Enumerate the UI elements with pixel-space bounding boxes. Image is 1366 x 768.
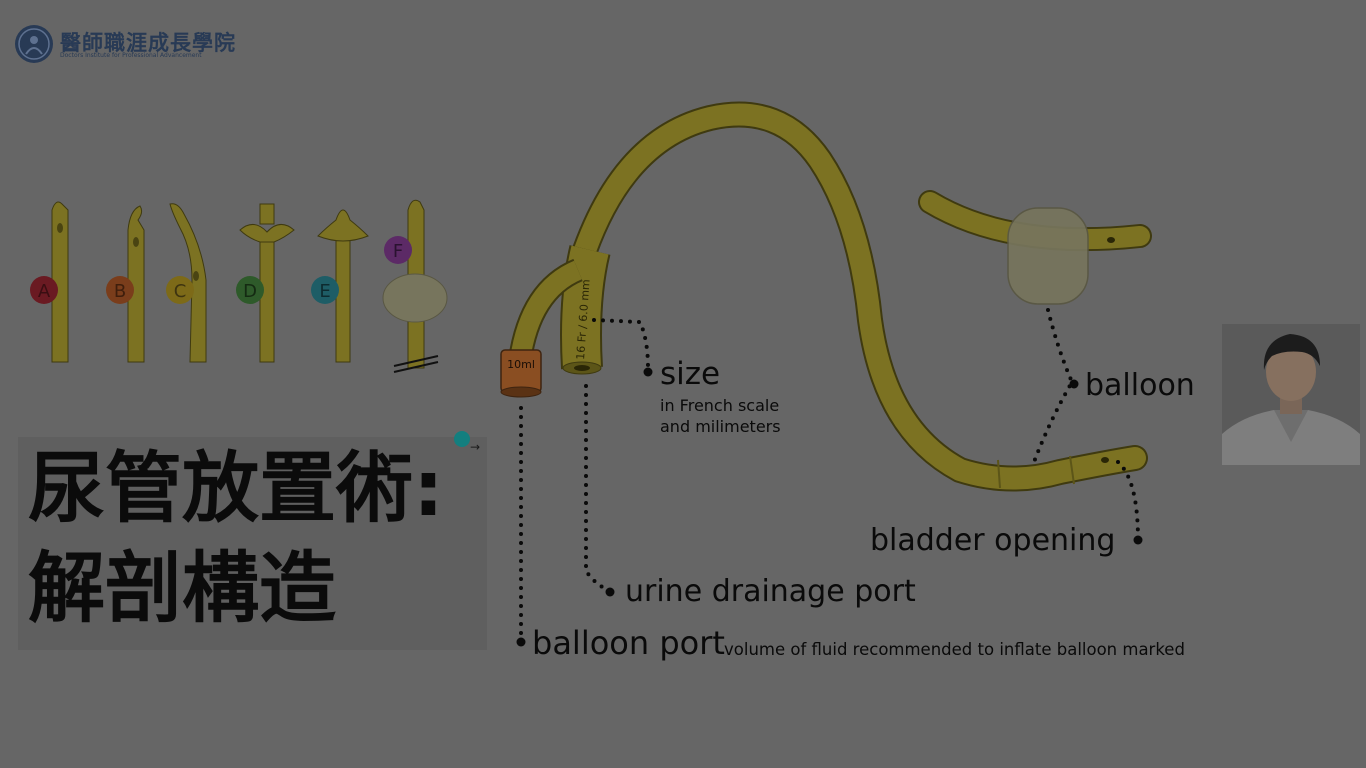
- label-balloon-port-description: volume of fluid recommended to inflate b…: [724, 640, 1185, 659]
- tip-e: E: [311, 209, 369, 363]
- label-urine-drainage-port: urine drainage port: [625, 574, 916, 609]
- inflated-balloon: [1007, 207, 1089, 305]
- presenter-avatar: [1222, 324, 1360, 465]
- page-title-line1: 尿管放置術:: [28, 445, 444, 534]
- presenter-video: [1222, 324, 1360, 465]
- title-card: → 尿管放置術: 解剖構造: [18, 431, 487, 650]
- institute-seal-icon: [15, 25, 53, 63]
- label-bladder-opening: bladder opening: [870, 523, 1116, 558]
- leader-lines: [519, 308, 1140, 642]
- tip-b-label: B: [114, 281, 126, 302]
- tip-b: B: [106, 205, 145, 363]
- size-marking: 16 Fr / 6.0 mm: [574, 279, 593, 360]
- label-size: size: [660, 356, 721, 392]
- label-size-description-line1: in French scale: [660, 396, 780, 415]
- logo-name-chinese: 醫師職涯成長學院: [60, 31, 236, 55]
- label-size-description-line2: and milimeters: [660, 417, 781, 436]
- label-balloon: balloon: [1085, 368, 1195, 403]
- tip-a: A: [30, 201, 69, 363]
- tip-c-label: C: [174, 281, 187, 302]
- arrow-right-icon: →: [470, 440, 481, 454]
- tip-f-label: F: [393, 241, 403, 262]
- tip-f: F: [382, 199, 448, 373]
- accent-dot: [454, 431, 470, 447]
- balloon-port-valve: [500, 349, 542, 393]
- logo-name-english: Doctors Institute for Professional Advan…: [60, 52, 202, 59]
- label-balloon-port: balloon port: [532, 624, 725, 662]
- catheter-tip-types: A B C D E F: [30, 199, 448, 373]
- tip-a-label: A: [38, 281, 51, 302]
- tip-e-label: E: [319, 281, 330, 302]
- balloon-port-marking: 10ml: [507, 358, 535, 371]
- tip-d-label: D: [243, 281, 257, 302]
- page-title-line2: 解剖構造: [28, 545, 336, 634]
- tip-d: D: [236, 203, 295, 363]
- foley-catheter-diagram: 16 Fr / 6.0 mm 10ml: [500, 101, 1152, 647]
- tip-c: C: [166, 203, 207, 363]
